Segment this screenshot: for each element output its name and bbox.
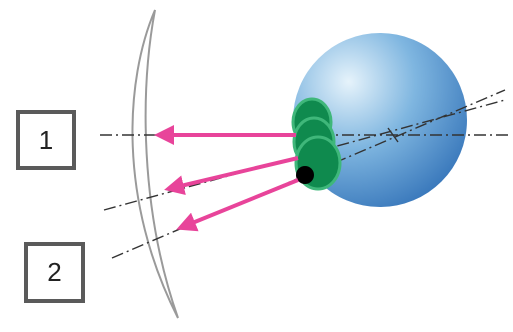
pupil: [296, 166, 314, 184]
label-box-2: 2: [24, 242, 85, 303]
label-box-1-text: 1: [39, 125, 53, 156]
label-box-2-text: 2: [47, 257, 61, 288]
spectacle-lens: [132, 10, 178, 318]
sight-arrow-3: [180, 180, 298, 228]
label-box-1: 1: [16, 110, 76, 170]
sight-arrow-2: [168, 158, 298, 189]
